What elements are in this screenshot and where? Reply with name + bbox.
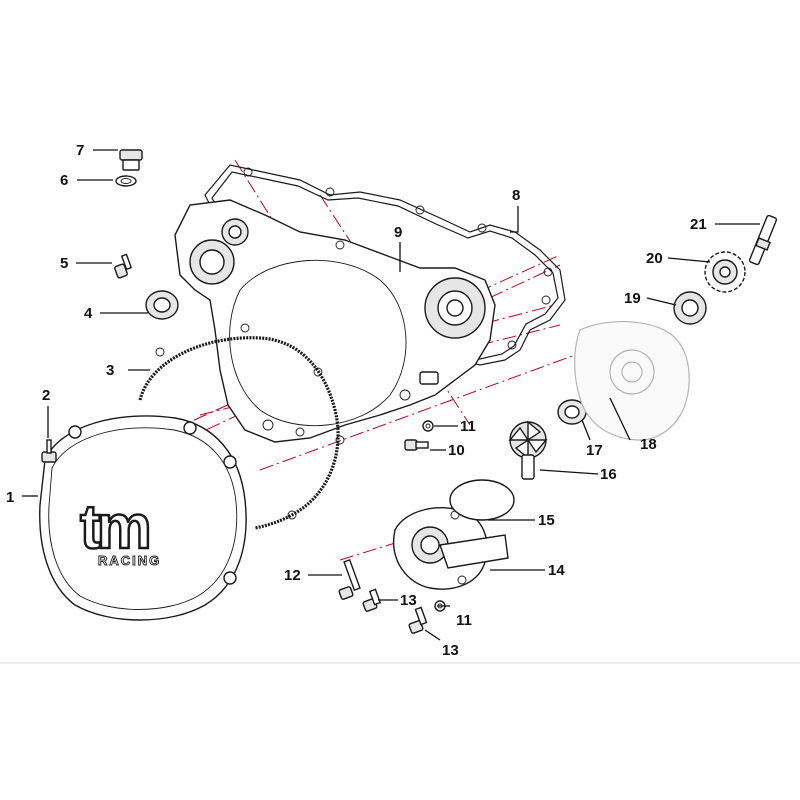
leader-lines (22, 149, 760, 641)
callout-11-upper: 11 (460, 418, 476, 435)
brand-logo-text: tm (80, 493, 149, 562)
impeller-part (508, 420, 548, 480)
bolt-10-part (404, 439, 429, 451)
washer-11-upper-part (422, 420, 434, 432)
washer-6-part (115, 175, 137, 187)
callout-14: 14 (548, 562, 565, 579)
callout-labels: 1 2 3 4 5 6 7 8 9 10 11 11 12 13 13 14 1… (6, 142, 707, 659)
callout-19: 19 (624, 290, 641, 307)
cover-screw-part (41, 439, 57, 463)
callout-7: 7 (76, 142, 84, 159)
ignition-cover-part: tm RACING (39, 415, 247, 621)
seal-part (145, 290, 179, 320)
callout-3: 3 (106, 362, 114, 379)
callout-13-upper: 13 (400, 592, 417, 609)
callout-20: 20 (646, 250, 663, 267)
callout-17: 17 (586, 442, 603, 459)
callout-13-lower: 13 (442, 642, 459, 659)
callout-2: 2 (42, 387, 50, 404)
bolt-12-part (338, 558, 361, 600)
cover-gasket-part (138, 323, 345, 530)
callout-18: 18 (640, 436, 657, 453)
o-ring-part (449, 479, 515, 521)
bolt-13-upper-part (362, 588, 382, 612)
callout-21: 21 (690, 216, 707, 233)
callout-8: 8 (512, 187, 520, 204)
inner-case-part (174, 199, 496, 443)
gear-part (704, 251, 746, 293)
pump-housing-ghost (574, 320, 690, 441)
bearing-part (673, 291, 707, 325)
brand-logo-subtext: RACING (98, 553, 161, 568)
bolt-13-lower-part (408, 606, 428, 634)
plug-7-part (119, 149, 143, 171)
callout-10: 10 (448, 442, 465, 459)
callout-9: 9 (394, 224, 402, 241)
pump-seal-part (557, 399, 587, 425)
bolt-5-part (114, 253, 133, 279)
pump-cover-part (392, 506, 509, 590)
callout-6: 6 (60, 172, 68, 189)
callout-15: 15 (538, 512, 555, 529)
callout-12: 12 (284, 567, 301, 584)
shaft-part (748, 214, 778, 266)
callout-1: 1 (6, 489, 14, 506)
callout-11-lower: 11 (456, 612, 472, 629)
callout-4: 4 (84, 305, 93, 322)
callout-16: 16 (600, 466, 617, 483)
callout-5: 5 (60, 255, 68, 272)
